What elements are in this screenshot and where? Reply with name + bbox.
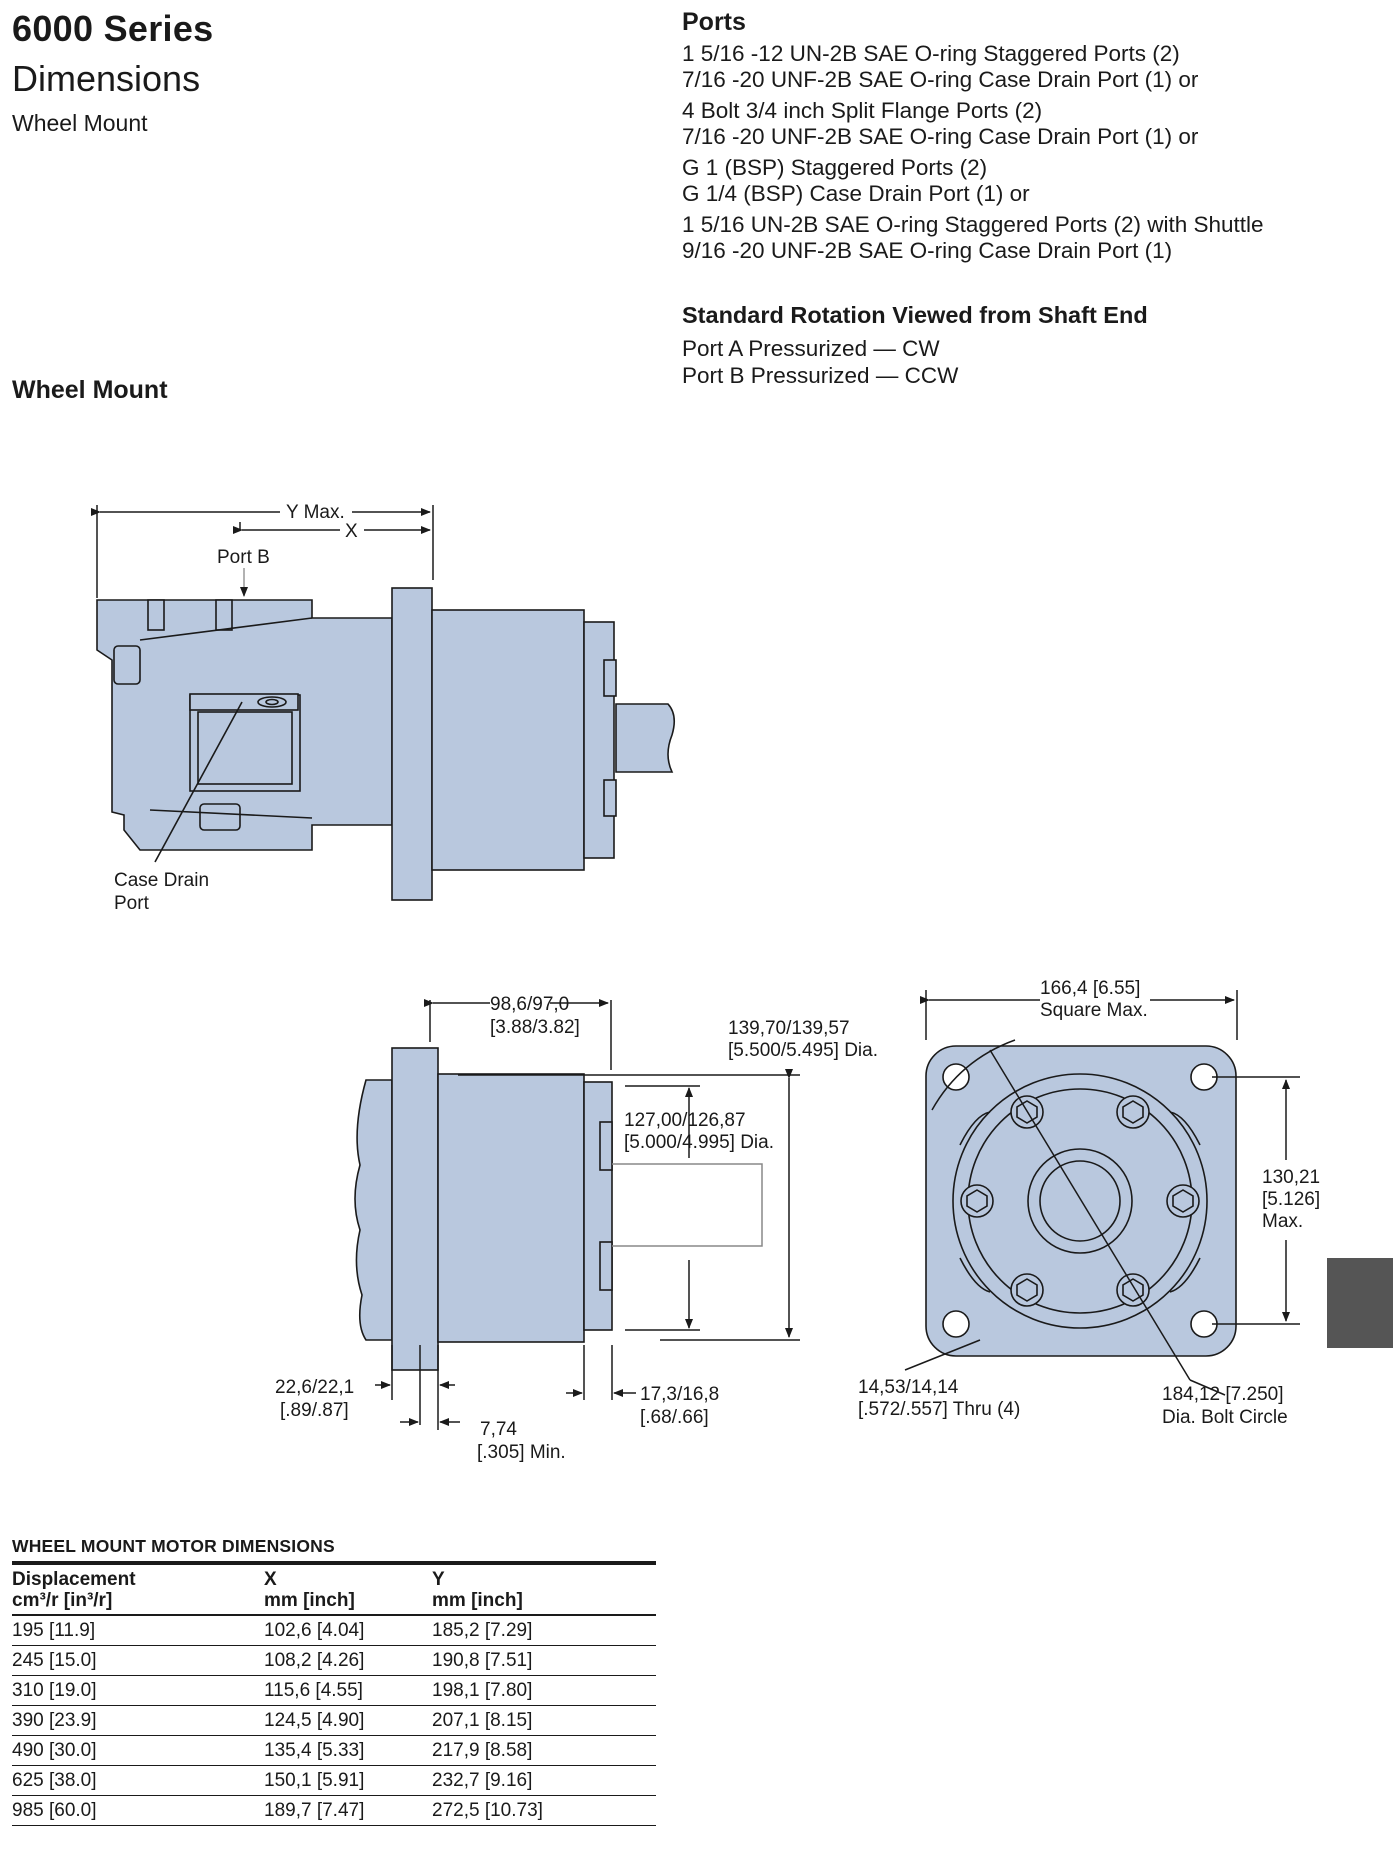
- dim-139-label: 139,70/139,57: [728, 1018, 850, 1039]
- y-max-label: Y Max.: [286, 502, 345, 523]
- dim-130-label: [5.126]: [1262, 1189, 1320, 1210]
- dim-173-label: 17,3/16,8: [640, 1384, 719, 1405]
- dim-774-label: [.305] Min.: [477, 1442, 566, 1463]
- table-row: 195 [11.9]102,6 [4.04]185,2 [7.29]: [12, 1615, 656, 1646]
- rotation-heading: Standard Rotation Viewed from Shaft End: [682, 302, 1148, 328]
- dim-184-label: Dia. Bolt Circle: [1162, 1407, 1288, 1428]
- port-line: 7/16 -20 UNF-2B SAE O-ring Case Drain Po…: [682, 124, 1199, 149]
- port-option: 4 Bolt 3/4 inch Split Flange Ports (2) 7…: [682, 98, 1382, 150]
- ports-heading: Ports: [682, 8, 746, 36]
- series-title: 6000 Series: [12, 8, 214, 49]
- case-drain-label: Port: [114, 893, 150, 914]
- port-line: 1 5/16 UN-2B SAE O-ring Staggered Ports …: [682, 212, 1264, 237]
- port-option: 1 5/16 -12 UN-2B SAE O-ring Staggered Po…: [682, 41, 1382, 93]
- section-heading: Wheel Mount: [12, 376, 168, 404]
- x-label: X: [345, 521, 358, 542]
- dim-130-label: 130,21: [1262, 1167, 1320, 1188]
- dim-127-label: 127,00/126,87: [624, 1110, 746, 1131]
- rotation-line: Port A Pressurized — CW: [682, 336, 940, 361]
- mounting-view-drawing: [354, 1047, 613, 1371]
- port-b-label: Port B: [217, 547, 270, 568]
- table-row: 245 [15.0]108,2 [4.26]190,8 [7.51]: [12, 1645, 656, 1676]
- case-drain-label: Case Drain: [114, 870, 209, 891]
- table-title: WHEEL MOUNT MOTOR DIMENSIONS: [12, 1536, 656, 1565]
- rotation-line: Port B Pressurized — CCW: [682, 363, 959, 388]
- side-view-dimensions: [91, 505, 434, 598]
- dimension-drawings: Y Max. X Port B Case Drain Port: [91, 502, 1320, 1463]
- section-tab: [1327, 1258, 1393, 1348]
- table-row: 490 [30.0]135,4 [5.33]217,9 [8.58]: [12, 1735, 656, 1766]
- dim-139-label: [5.500/5.495] Dia.: [728, 1040, 878, 1061]
- table-row: 985 [60.0]189,7 [7.47]272,5 [10.73]: [12, 1795, 656, 1826]
- dim-98-label: [3.88/3.82]: [490, 1017, 580, 1038]
- dim-166-label: Square Max.: [1040, 1000, 1148, 1021]
- port-line: 9/16 -20 UNF-2B SAE O-ring Case Drain Po…: [682, 238, 1173, 263]
- dim-1453-label: 14,53/14,14: [858, 1377, 959, 1398]
- port-option: G 1 (BSP) Staggered Ports (2) G 1/4 (BSP…: [682, 155, 1382, 207]
- dim-127-label: [5.000/4.995] Dia.: [624, 1132, 774, 1153]
- dim-184-label: 184,12 [7.250]: [1162, 1384, 1284, 1405]
- dim-22-label: 22,6/22,1: [275, 1377, 354, 1398]
- table-row: 390 [23.9]124,5 [4.90]207,1 [8.15]: [12, 1705, 656, 1736]
- port-line: 7/16 -20 UNF-2B SAE O-ring Case Drain Po…: [682, 67, 1199, 92]
- page-subtitle: Wheel Mount: [12, 110, 148, 136]
- port-line: 1 5/16 -12 UN-2B SAE O-ring Staggered Po…: [682, 41, 1180, 66]
- dim-22-label: [.89/.87]: [280, 1400, 349, 1421]
- table-row: 310 [19.0]115,6 [4.55]198,1 [7.80]: [12, 1675, 656, 1706]
- table-row: 625 [38.0]150,1 [5.91]232,7 [9.16]: [12, 1765, 656, 1796]
- front-view-dimensions: [904, 990, 1300, 1396]
- dim-173-label: [.68/.66]: [640, 1407, 709, 1428]
- mounting-view-dimensions: [375, 999, 800, 1430]
- port-line: G 1 (BSP) Staggered Ports (2): [682, 155, 988, 180]
- rotation-section: Standard Rotation Viewed from Shaft End …: [682, 302, 1382, 389]
- page-title: Dimensions: [12, 58, 201, 99]
- dim-98-label: 98,6/97,0: [490, 994, 569, 1015]
- side-view-drawing: [96, 587, 676, 901]
- port-line: G 1/4 (BSP) Case Drain Port (1) or: [682, 181, 1030, 206]
- port-option: 1 5/16 UN-2B SAE O-ring Staggered Ports …: [682, 212, 1382, 264]
- ports-section: Ports 1 5/16 -12 UN-2B SAE O-ring Stagge…: [682, 8, 1382, 269]
- dimensions-table-section: WHEEL MOUNT MOTOR DIMENSIONS Displacemen…: [12, 1536, 656, 1826]
- dim-774-label: 7,74: [480, 1419, 517, 1440]
- dim-1453-label: [.572/.557] Thru (4): [858, 1399, 1020, 1420]
- dim-130-label: Max.: [1262, 1211, 1303, 1232]
- dim-166-label: 166,4 [6.55]: [1040, 978, 1140, 999]
- port-line: 4 Bolt 3/4 inch Split Flange Ports (2): [682, 98, 1043, 123]
